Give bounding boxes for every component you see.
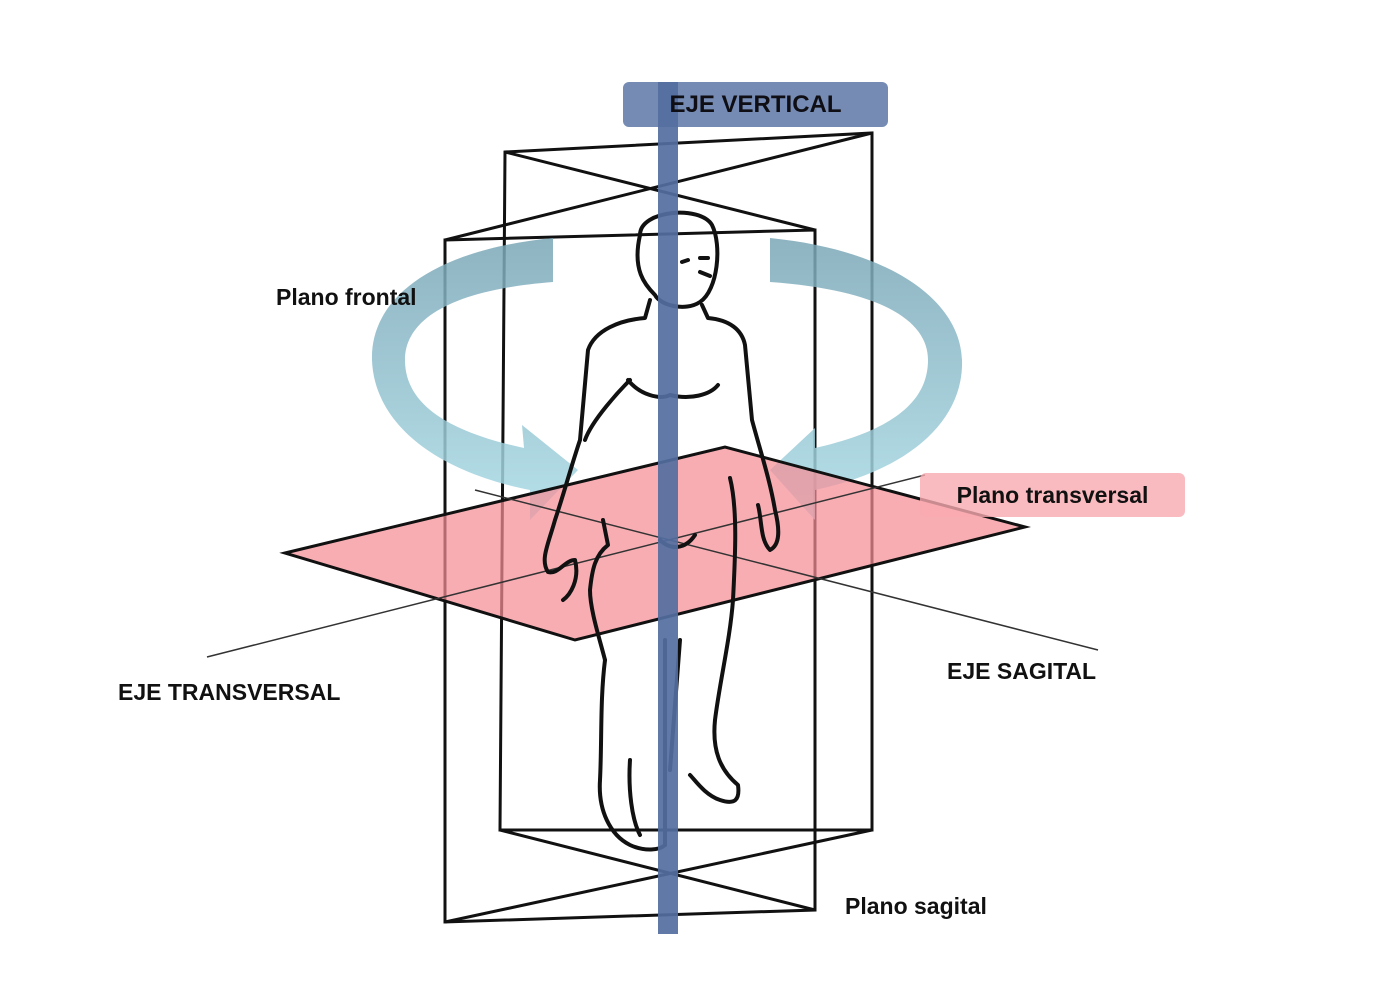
sagittal-plane-label: Plano sagital [845,893,987,919]
sagittal-axis-label: EJE SAGITAL [947,658,1097,684]
vertical-axis-label: EJE VERTICAL [623,82,888,127]
vertical-axis-bar [658,82,678,934]
rotation-arrow-left-icon [371,238,578,520]
transverse-axis-label: EJE TRANSVERSAL [118,679,341,705]
frontal-plane-label: Plano frontal [276,284,417,310]
human-body-figure-icon [542,210,781,852]
transverse-plane-label: Plano transversal [920,473,1185,517]
rotation-arrow-right-icon [770,238,963,520]
sagittal-axis-line [474,489,1099,651]
plane-edge-bottom-a [499,828,816,912]
